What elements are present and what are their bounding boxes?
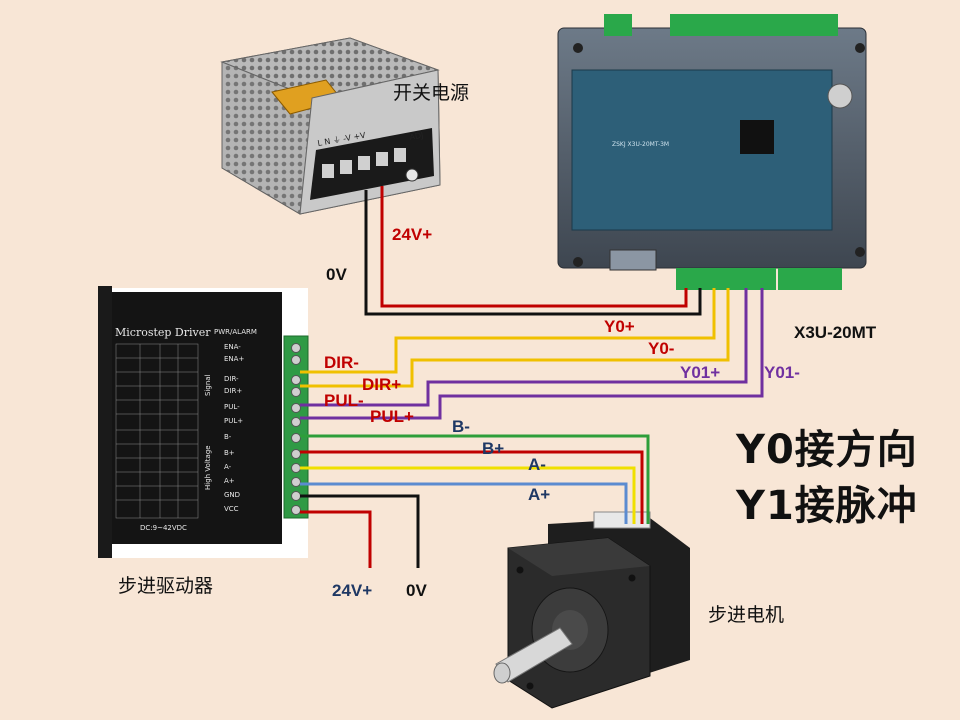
wire-label-a-neg: A-	[528, 455, 546, 474]
terminal-screw	[291, 375, 301, 385]
plc-controller: ZSKJ X3U-20MT-3M	[557, 14, 867, 290]
driver-pin-bplus: B+	[224, 449, 235, 457]
stepper-driver-label: 步进驱动器	[118, 575, 214, 597]
wire-label-psu-24v: 24V+	[392, 225, 433, 244]
driver-voltage-label: DC:9~42VDC	[140, 524, 187, 532]
wire-driver-gnd	[300, 494, 420, 568]
wire-y0-neg	[300, 288, 730, 388]
wire-a-neg	[300, 466, 636, 524]
wire-label-b-pos: B+	[482, 439, 505, 458]
stepper-driver: Microstep Driver PWR/ALARM Signal High V…	[98, 286, 309, 558]
wire-label-y0-pos: Y0+	[604, 317, 635, 336]
driver-pin-dirplus: DIR+	[224, 387, 242, 395]
wire-label-driver-vcc: 24V+	[332, 581, 373, 600]
terminal-screw	[291, 491, 301, 501]
wire-b-neg	[300, 434, 650, 524]
wire-label-b-neg: B-	[452, 417, 470, 436]
power-supply: L N ⏚ -V +V ADJ	[220, 37, 441, 215]
wire-label-psu-0v: 0V	[326, 265, 347, 284]
stepper-motor-label: 步进电机	[708, 604, 785, 626]
note-direction: Y0接方向	[736, 427, 918, 473]
driver-pin-bminus: B-	[224, 433, 232, 441]
wire-label-driver-gnd: 0V	[406, 581, 427, 600]
wire-label-y01-pos: Y01+	[680, 363, 721, 382]
terminal-screw	[291, 449, 301, 459]
driver-pin-dirminus: DIR-	[224, 375, 239, 383]
plc-battery	[827, 83, 853, 109]
wires	[300, 186, 764, 568]
wire-a-pos	[300, 482, 628, 524]
terminal-screw	[291, 403, 301, 413]
terminal-screw	[291, 433, 301, 443]
wire-y0-pos	[300, 288, 716, 374]
driver-pin-enaminus: ENA-	[224, 343, 241, 351]
terminal-screw	[291, 505, 301, 515]
driver-pin-pulplus: PUL+	[224, 417, 243, 425]
driver-pin-labels: ENA- ENA+ DIR- DIR+ PUL- PUL+ B- B+ A- A+ GND VCC	[224, 343, 244, 513]
wire-label-dir-neg: DIR-	[324, 353, 359, 372]
terminal-screw	[291, 477, 301, 487]
plc-model-label: X3U-20MT	[794, 323, 877, 342]
psu-adj-label: ADJ	[409, 131, 424, 142]
driver-pin-aminus: A-	[224, 463, 232, 471]
wire-y01-neg	[300, 288, 764, 420]
driver-hv-group: High Voltage	[204, 445, 212, 490]
plc-board-text: ZSKJ X3U-20MT-3M	[612, 141, 669, 148]
terminal-screw	[291, 355, 301, 365]
terminal-screw	[291, 417, 301, 427]
plc-top-terminals	[604, 14, 838, 36]
psu-terminals	[322, 148, 406, 178]
wire-label-pul-pos: PUL+	[370, 407, 414, 426]
driver-pin-vcc: VCC	[224, 505, 239, 513]
wire-label-y01-neg: Y01-	[764, 363, 800, 382]
driver-pin-aplus: A+	[224, 477, 235, 485]
wire-driver-vcc	[300, 510, 372, 568]
power-supply-label: 开关电源	[393, 82, 470, 104]
plc-bottom-terminals	[676, 268, 842, 290]
driver-pin-enaplus: ENA+	[224, 355, 244, 363]
driver-signal-group: Signal	[204, 374, 212, 396]
terminal-screw	[291, 343, 301, 353]
driver-terminal-screws	[291, 343, 301, 515]
wire-label-dir-pos: DIR+	[362, 375, 402, 394]
driver-status-label: PWR/ALARM	[214, 328, 257, 336]
terminal-screw	[291, 463, 301, 473]
note-pulse: Y1接脉冲	[736, 483, 918, 529]
driver-title: Microstep Driver	[115, 326, 211, 339]
stepper-motor	[493, 511, 690, 709]
wire-label-a-pos: A+	[528, 485, 551, 504]
terminal-screw	[291, 387, 301, 397]
wire-b-pos	[300, 450, 644, 524]
wire-psu-24v	[380, 186, 688, 308]
driver-pin-gnd: GND	[224, 491, 240, 499]
driver-pin-pulminus: PUL-	[224, 403, 240, 411]
wire-label-pul-neg: PUL-	[324, 391, 364, 410]
wire-label-y0-neg: Y0-	[648, 339, 675, 358]
plc-mcu-chip	[740, 120, 774, 154]
wire-y01-pos	[300, 288, 748, 407]
driver-dip-table	[115, 343, 199, 519]
wire-psu-0v	[364, 190, 702, 316]
